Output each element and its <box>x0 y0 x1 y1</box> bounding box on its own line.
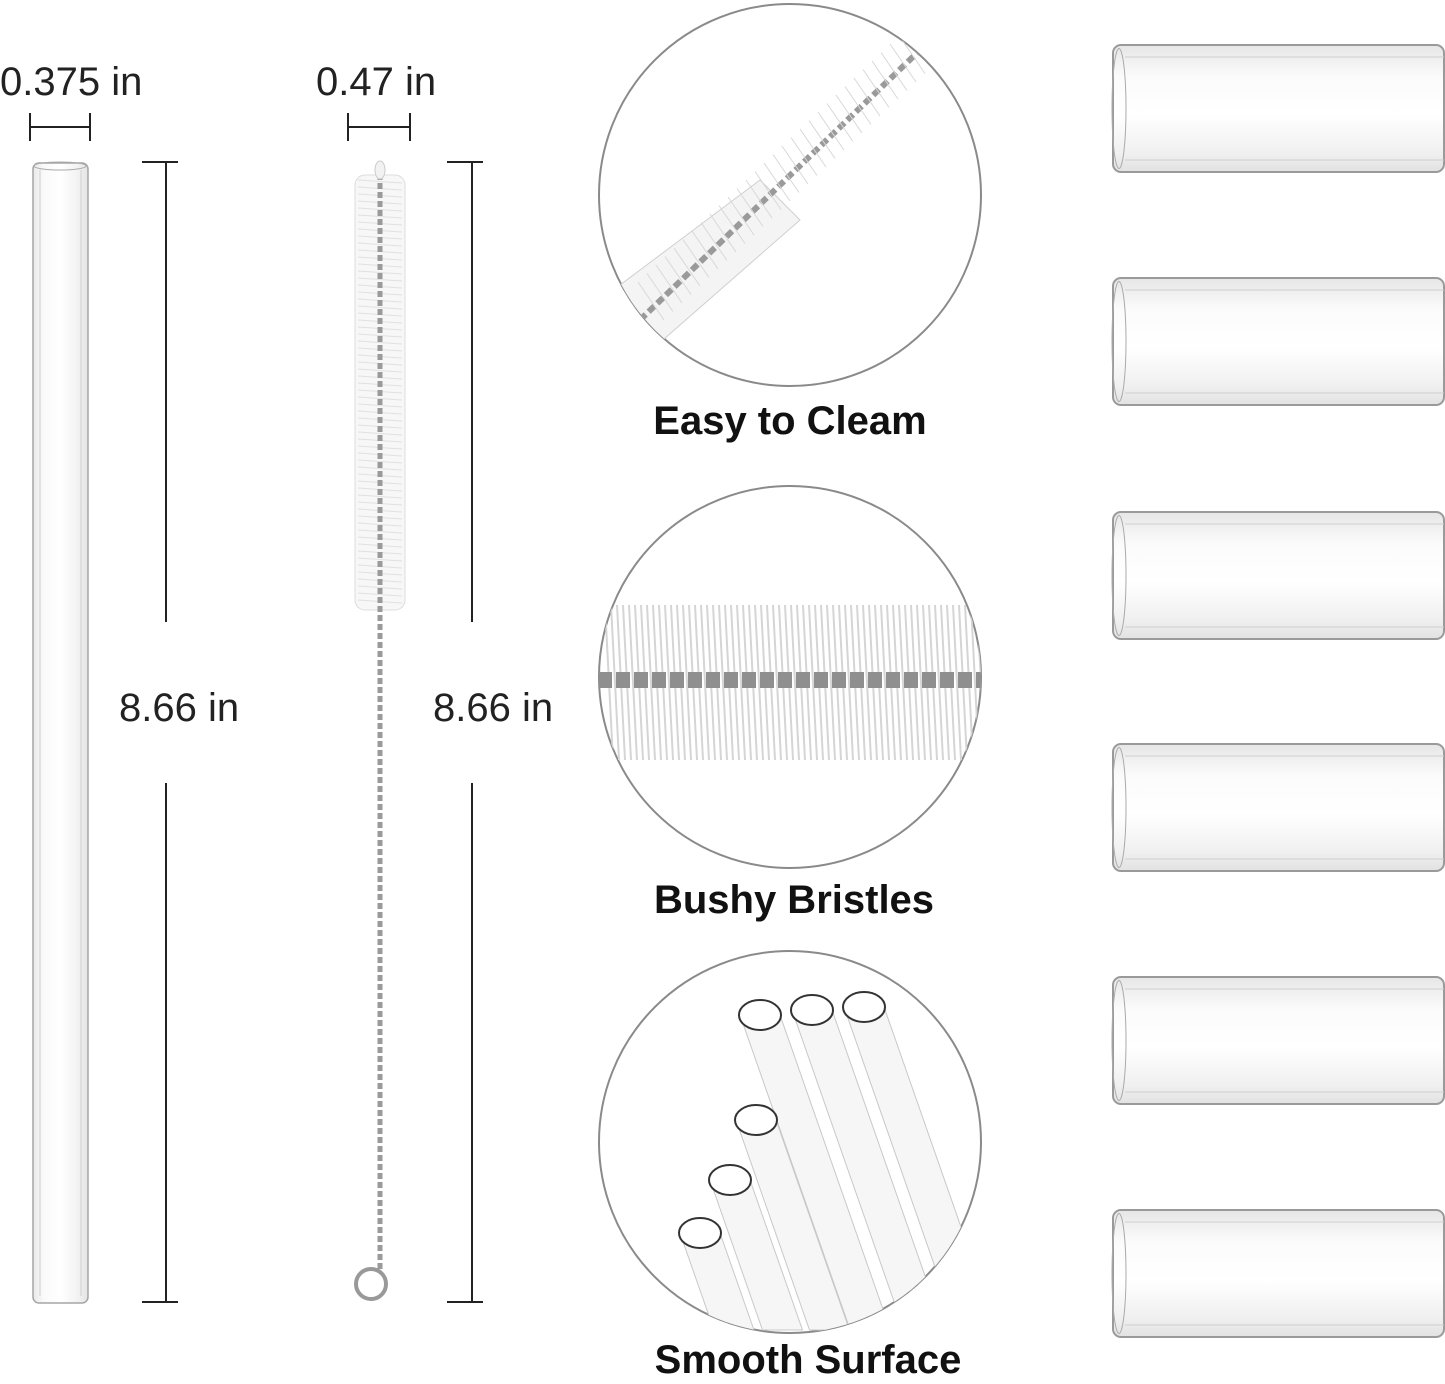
glass-straw-segment <box>1111 511 1445 640</box>
glass-straw-segment <box>1111 44 1445 173</box>
glass-straw-vertical <box>32 161 89 1304</box>
straw-length-dimension-line <box>142 161 178 1303</box>
glass-straw-end <box>708 1164 804 1331</box>
feature-label-smooth-surface: Smooth Surface <box>654 1338 962 1382</box>
straw-diameter-bracket <box>29 113 91 141</box>
straw-length-label: 8.66 in <box>119 686 240 730</box>
feature-image-easy-to-clean <box>598 3 982 387</box>
feature-image-bushy-bristles <box>598 485 982 869</box>
cleaning-brush <box>354 160 406 1301</box>
brush-diameter-bracket <box>347 113 411 141</box>
glass-straw-end <box>790 994 945 1331</box>
brush-length-label: 8.66 in <box>433 686 554 730</box>
glass-straw-end <box>734 1104 851 1331</box>
brush-length-dimension-line <box>447 161 483 1303</box>
brush-diameter-label: 0.47 in <box>316 60 437 104</box>
glass-straws-horizontal <box>1111 44 1445 1338</box>
feature-label-bushy-bristles: Bushy Bristles <box>653 878 935 922</box>
glass-straw-segment <box>1111 1209 1445 1338</box>
straw-diameter-label: 0.375 in <box>0 60 143 104</box>
glass-straw-segment <box>1111 277 1445 406</box>
glass-straw-segment <box>1111 743 1445 872</box>
feature-label-easy-to-clean: Easy to Cleam <box>653 399 927 443</box>
glass-straw-segment <box>1111 976 1445 1105</box>
feature-image-smooth-surface <box>598 950 982 1334</box>
glass-straw-end <box>738 999 891 1331</box>
